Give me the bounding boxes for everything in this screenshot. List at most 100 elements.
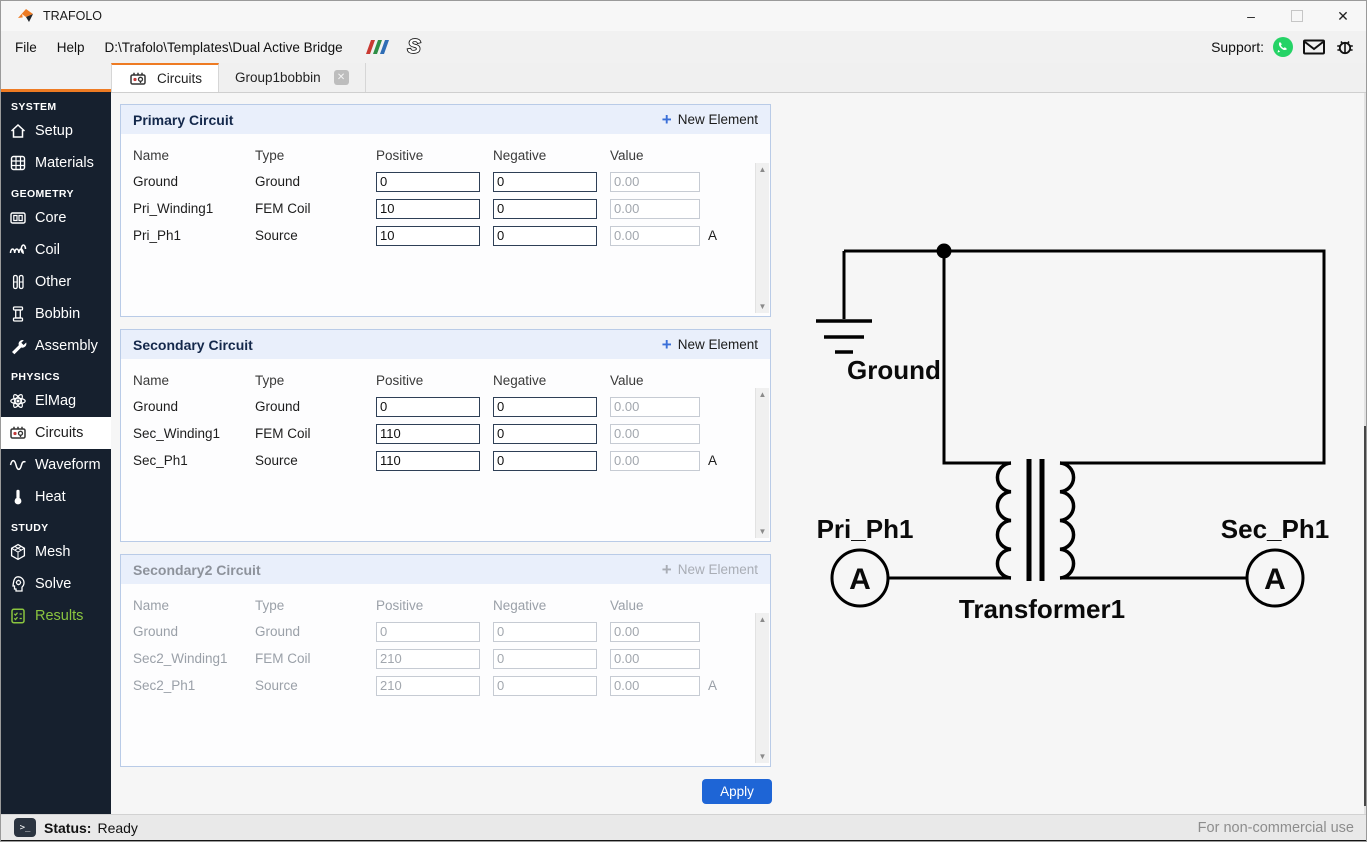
app-title: TRAFOLO: [43, 9, 103, 23]
col-type: Type: [255, 598, 285, 613]
positive-field[interactable]: [376, 450, 480, 471]
cell-name: Sec2_Ph1: [133, 678, 196, 693]
sidebar-item-label: Bobbin: [35, 306, 81, 322]
sidebar-item-bobbin[interactable]: Bobbin: [1, 298, 111, 330]
mesh-cube-icon: [10, 543, 26, 561]
negative-field: [493, 621, 597, 642]
col-name: Name: [133, 373, 170, 388]
primary-winding-coil[interactable]: [995, 461, 1012, 580]
scroll-up-icon[interactable]: ▲: [758, 615, 767, 624]
negative-field[interactable]: [493, 396, 597, 417]
sidebar-item-elmag[interactable]: ElMag: [1, 385, 111, 417]
positive-field[interactable]: [376, 198, 480, 219]
diagram-scrollbar-thumb[interactable]: [1364, 426, 1366, 806]
diagram-scrollbar[interactable]: [1364, 93, 1366, 814]
tab-group1bobbin[interactable]: Group1bobbin ✕: [219, 63, 366, 92]
secondary-winding-coil[interactable]: [1059, 461, 1076, 580]
positive-field[interactable]: [376, 225, 480, 246]
mail-icon[interactable]: [1302, 36, 1326, 58]
title-bar: TRAFOLO – ✕: [1, 1, 1366, 31]
ground-label: Ground: [847, 355, 941, 385]
sidebar-item-setup[interactable]: Setup: [1, 115, 111, 147]
whatsapp-icon[interactable]: [1272, 36, 1294, 58]
col-value: Value: [610, 598, 644, 613]
new-element-label: New Element: [677, 337, 758, 352]
sidebar-item-mesh[interactable]: Mesh: [1, 536, 111, 568]
unit-label: A: [708, 228, 718, 243]
value-field: [610, 396, 700, 417]
section-study: STUDY: [11, 522, 49, 534]
sidebar-item-coil[interactable]: Coil: [1, 234, 111, 266]
support-label: Support:: [1211, 39, 1264, 55]
positive-field[interactable]: [376, 171, 480, 192]
wire-primary-top: [942, 251, 1011, 465]
negative-field[interactable]: [493, 225, 597, 246]
panel-scrollbar[interactable]: ▲▼: [755, 163, 769, 313]
positive-field[interactable]: [376, 423, 480, 444]
transformer-label: Transformer1: [959, 594, 1125, 624]
sidebar-item-assembly[interactable]: Assembly: [1, 330, 111, 362]
sec-ammeter-letter: A: [1264, 563, 1286, 596]
col-value: Value: [610, 148, 644, 163]
sidebar-item-solve[interactable]: Solve: [1, 568, 111, 600]
sidebar-item-core[interactable]: Core: [1, 202, 111, 234]
tab-circuits[interactable]: Circuits: [111, 63, 220, 92]
value-field: [610, 171, 700, 192]
cell-type: Ground: [255, 174, 301, 189]
new-element-button[interactable]: +New Element: [662, 336, 758, 353]
cell-type: Source: [255, 678, 298, 693]
bobbin-icon: [12, 306, 24, 322]
table-row: Sec_Ph1 Source A: [133, 447, 770, 474]
new-element-button[interactable]: +New Element: [662, 111, 758, 128]
sidebar-item-heat[interactable]: Heat: [1, 481, 111, 513]
cell-type: FEM Coil: [255, 201, 311, 216]
sidebar-item-waveform[interactable]: Waveform: [1, 449, 111, 481]
panel-scrollbar[interactable]: ▲▼: [755, 613, 769, 763]
close-button[interactable]: ✕: [1337, 7, 1349, 24]
sidebar-item-results[interactable]: Results: [1, 600, 111, 632]
positive-field: [376, 621, 480, 642]
pri-ammeter[interactable]: [830, 548, 890, 608]
menu-help[interactable]: Help: [56, 39, 85, 55]
scroll-down-icon[interactable]: ▼: [758, 302, 767, 311]
minimize-button[interactable]: –: [1247, 8, 1255, 24]
scroll-up-icon[interactable]: ▲: [758, 165, 767, 174]
section-geometry: GEOMETRY: [11, 188, 74, 200]
sidebar-item-label: Other: [35, 274, 72, 290]
value-field: [610, 621, 700, 642]
panel-scrollbar[interactable]: ▲▼: [755, 388, 769, 538]
table-row: Ground Ground: [133, 618, 770, 645]
sidebar-item-label: Materials: [35, 155, 94, 171]
tricolor-logo-icon: [363, 37, 391, 57]
secondary-circuit-panel: Secondary Circuit +New Element Name Type…: [120, 329, 771, 542]
cell-name: Pri_Winding1: [133, 201, 214, 216]
sidebar-item-materials[interactable]: Materials: [1, 147, 111, 179]
sidebar-item-circuits[interactable]: Circuits: [1, 417, 111, 449]
apply-button[interactable]: Apply: [702, 779, 772, 804]
bug-icon[interactable]: [1334, 36, 1356, 58]
sidebar-item-label: Results: [35, 608, 84, 624]
table-row: Sec_Winding1 FEM Coil: [133, 420, 770, 447]
tab-close-icon[interactable]: ✕: [333, 70, 349, 85]
scroll-down-icon[interactable]: ▼: [758, 527, 767, 536]
cell-type: Ground: [255, 399, 301, 414]
unit-label: A: [708, 453, 718, 468]
cell-type: Ground: [255, 624, 301, 639]
sidebar-item-other[interactable]: Other: [1, 266, 111, 298]
negative-field[interactable]: [493, 171, 597, 192]
scroll-up-icon[interactable]: ▲: [758, 390, 767, 399]
negative-field[interactable]: [493, 198, 597, 219]
sidebar-item-label: Waveform: [35, 457, 101, 473]
negative-field[interactable]: [493, 423, 597, 444]
maximize-button[interactable]: [1274, 1, 1320, 31]
negative-field[interactable]: [493, 450, 597, 471]
ground-symbol-icon[interactable]: [816, 319, 872, 354]
circuit-icon: [130, 72, 146, 85]
positive-field[interactable]: [376, 396, 480, 417]
home-icon: [10, 123, 26, 138]
scroll-down-icon[interactable]: ▼: [758, 752, 767, 761]
sec-ammeter[interactable]: [1245, 548, 1305, 608]
menu-file[interactable]: File: [15, 39, 37, 55]
window-bottom-edge: [1, 840, 1366, 841]
